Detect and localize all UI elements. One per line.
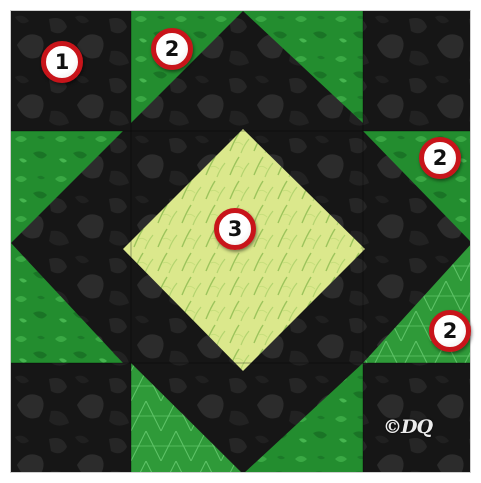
badge-3-center: 3 [214,208,256,250]
badge-1: 1 [41,41,83,83]
badge-2-bottom-right: 2 [429,310,471,352]
badge-2-top: 2 [151,28,193,70]
quilter-signature: ©DQ [383,416,432,438]
badge-2-right: 2 [419,137,461,179]
